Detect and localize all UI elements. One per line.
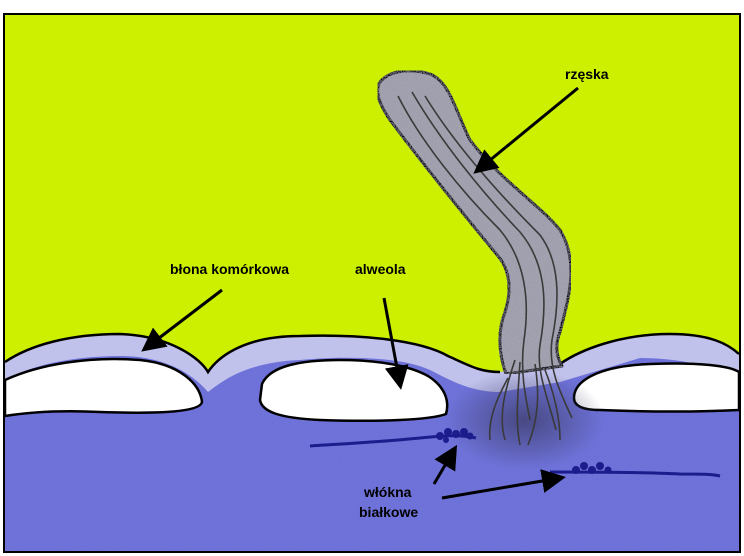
label-cilium: rzęska (565, 66, 609, 82)
label-protein-fibers-2: białkowe (359, 504, 418, 520)
label-cell-membrane: błona komórkowa (170, 261, 289, 277)
label-alveolus: alweola (355, 261, 406, 277)
basal-body-shading (445, 370, 605, 470)
label-protein-fibers-1: włókna (363, 484, 412, 500)
